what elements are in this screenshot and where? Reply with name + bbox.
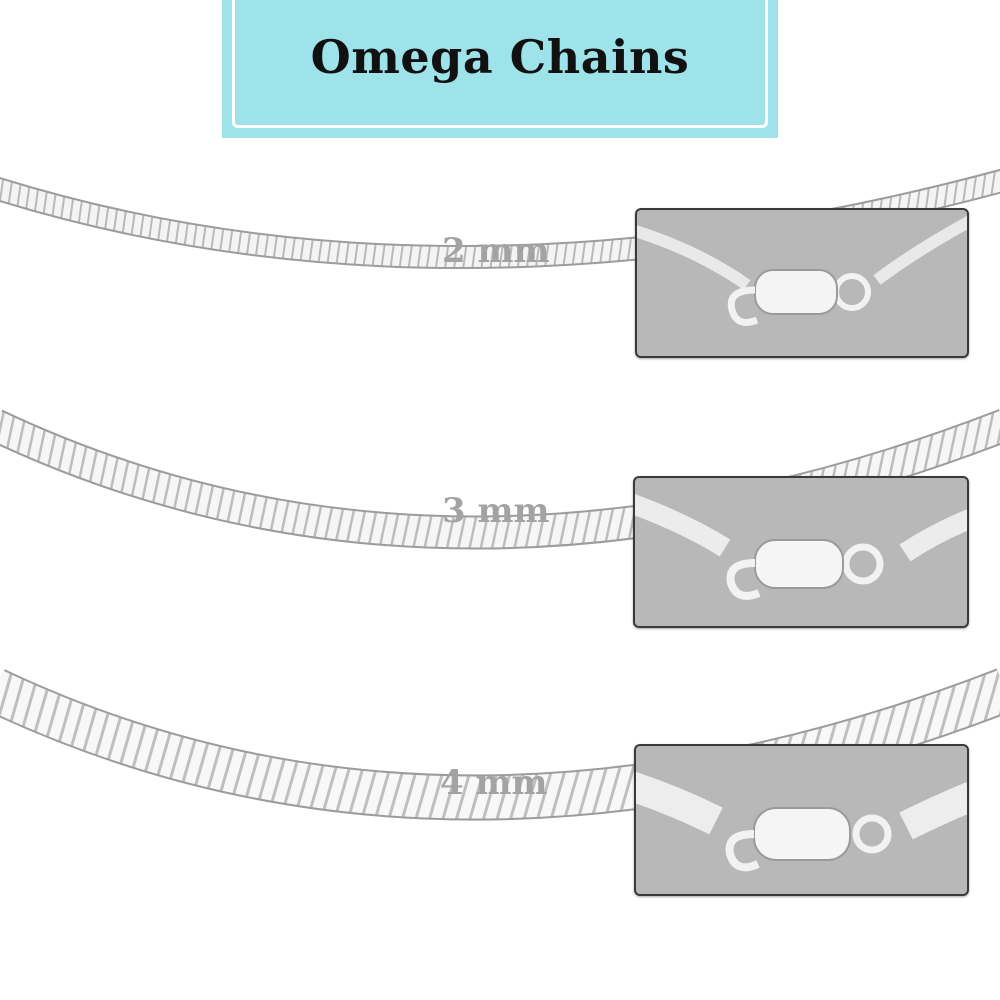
title-banner-border <box>232 0 768 128</box>
clasp-3mm-image <box>635 494 967 600</box>
title-banner: Omega Chains <box>222 0 778 138</box>
page-title: Omega Chains <box>310 30 690 84</box>
size-label-4mm: 4 mm <box>440 763 548 803</box>
clasp-photo-2mm <box>635 208 969 358</box>
chain-4mm <box>0 668 1000 821</box>
clasp-photo-3mm <box>633 476 969 628</box>
clasp-2mm-image <box>637 215 967 326</box>
clasp-4mm-image <box>636 771 967 872</box>
clasp-photo-4mm <box>634 744 969 896</box>
size-label-3mm: 3 mm <box>442 491 550 531</box>
size-label-2mm: 2 mm <box>442 231 550 271</box>
